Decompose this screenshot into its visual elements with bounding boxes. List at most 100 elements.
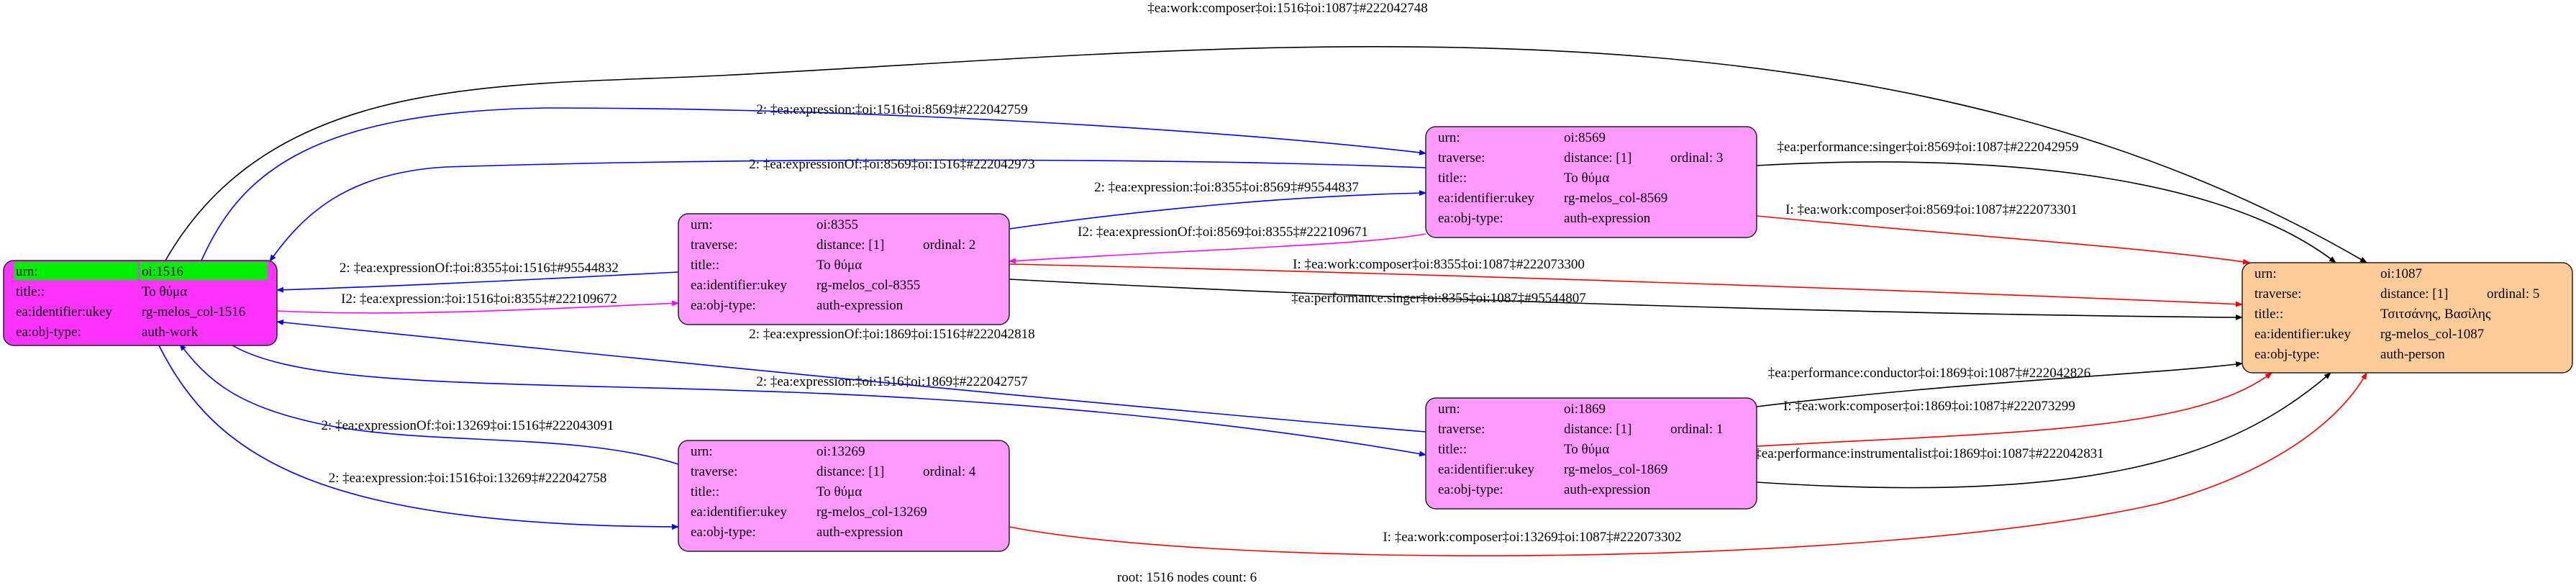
edge-label: 2: ‡ea:expressionOf:‡oi:8569‡oi:1516‡#22…: [749, 157, 1034, 172]
edge-label: I2: ‡ea:expression:‡oi:1516‡oi:8355‡#222…: [341, 291, 617, 307]
node-field-value: auth-person: [2380, 347, 2445, 362]
node-field-label: urn:: [16, 264, 38, 279]
node-field-label: urn:: [1438, 130, 1460, 145]
node-ordinal: ordinal: 2: [923, 238, 975, 253]
edge-label: ‡ea:work:composer‡oi:1516‡oi:1087‡#22204…: [1147, 1, 1427, 16]
edge: 2: ‡ea:expressionOf:‡oi:8569‡oi:1516‡#22…: [269, 157, 1426, 262]
edge: I: ‡ea:work:composer‡oi:8355‡oi:1087‡#22…: [1009, 257, 2243, 307]
node-field-label: title::: [1438, 442, 1467, 457]
node-field-label: ea:identifier:ukey: [1438, 462, 1534, 477]
node-field-label: title::: [16, 284, 45, 299]
node-field-value: rg-melos_col-8569: [1564, 191, 1667, 206]
edge-line: [179, 343, 679, 465]
node-field-value: Το θύμα: [1564, 171, 1609, 186]
edge: 2: ‡ea:expression:‡oi:1516‡oi:1869‡#2220…: [229, 343, 1426, 457]
node-box: [678, 213, 1010, 325]
node-field-label: ea:obj-type:: [691, 298, 756, 313]
edge: ‡ea:performance:conductor‡oi:1869‡oi:108…: [1756, 361, 2243, 407]
node-ordinal: ordinal: 1: [1670, 422, 1723, 437]
edge-line: [229, 343, 1426, 457]
node-field-value: auth-expression: [1564, 211, 1651, 226]
node-field-value: auth-expression: [1564, 482, 1651, 497]
edge: I2: ‡ea:expressionOf:‡oi:8569‡oi:8355‡#2…: [1009, 225, 1426, 264]
node-ordinal: ordinal: 3: [1670, 150, 1723, 166]
node-ordinal: ordinal: 5: [2487, 286, 2539, 302]
edge: ‡ea:work:composer‡oi:1516‡oi:1087‡#22204…: [165, 1, 2367, 263]
node-field-label: title::: [691, 258, 719, 273]
node-field-value: distance: [1]: [1564, 150, 1631, 166]
edge-line: [1009, 233, 1426, 264]
edge: I: ‡ea:work:composer‡oi:13269‡oi:1087‡#2…: [1009, 372, 2367, 556]
edge-line: [1756, 372, 2272, 447]
node-box: [3, 260, 278, 346]
footer-summary: root: 1516 nodes count: 6: [1117, 570, 1257, 585]
node-field-value: Το θύμα: [816, 484, 862, 499]
edge: 2: ‡ea:expression:‡oi:1516‡oi:8569‡#2220…: [201, 102, 1426, 261]
node-field-value: auth-expression: [816, 525, 904, 540]
edge-line: [1756, 161, 2336, 263]
edge-line: [1009, 263, 2243, 307]
edge: 2: ‡ea:expression:‡oi:8355‡oi:8569‡#9554…: [1009, 180, 1426, 230]
edge-line: [201, 107, 1426, 261]
edge-line: [1756, 215, 2250, 265]
node-field-label: ea:identifier:ukey: [691, 278, 787, 293]
edge-line: [1009, 279, 2243, 320]
edge-label: 2: ‡ea:expressionOf:‡oi:1869‡oi:1516‡#22…: [749, 327, 1034, 342]
edge-line: [1756, 372, 2331, 489]
node-field-label: traverse:: [2254, 286, 2301, 302]
node-field-value: rg-melos_col-13269: [816, 505, 927, 520]
node-field-label: ea:identifier:ukey: [2254, 327, 2351, 342]
edge: ‡ea:performance:singer‡oi:8355‡oi:1087‡#…: [1009, 279, 2243, 320]
edge-line: [276, 271, 679, 293]
edge-label: 2: ‡ea:expression:‡oi:8355‡oi:8569‡#9554…: [1094, 180, 1359, 195]
edge-label: I: ‡ea:work:composer‡oi:8569‡oi:1087‡#22…: [1785, 202, 2077, 217]
edge: 2: ‡ea:expressionOf:‡oi:8355‡oi:1516‡#95…: [276, 261, 679, 293]
node-field-value: Το θύμα: [816, 258, 862, 273]
node-ordinal: ordinal: 4: [923, 464, 976, 479]
node-field-value: rg-melos_col-1087: [2380, 327, 2484, 342]
node-field-value: oi:8569: [1564, 130, 1606, 145]
highlight-cell: [14, 262, 137, 280]
node-field-label: title::: [2254, 307, 2283, 322]
edge-line: [1009, 372, 2367, 556]
edge: ‡ea:performance:instrumentalist‡oi:1869‡…: [1754, 372, 2331, 489]
node-field-value: distance: [1]: [1564, 422, 1631, 437]
node-field-value: oi:1516: [142, 264, 183, 279]
edge-label: ‡ea:performance:instrumentalist‡oi:1869‡…: [1754, 446, 2103, 461]
node-field-label: ea:obj-type:: [16, 325, 81, 340]
node-field-label: ea:obj-type:: [1438, 482, 1503, 497]
edge: 2: ‡ea:expressionOf:‡oi:1869‡oi:1516‡#22…: [276, 319, 1426, 433]
node-box: [678, 440, 1010, 552]
edge-label: 2: ‡ea:expression:‡oi:1516‡oi:13269‡#222…: [329, 471, 607, 486]
node-field-value: rg-melos_col-8355: [816, 278, 920, 293]
edge: ‡ea:performance:singer‡oi:8569‡oi:1087‡#…: [1756, 140, 2336, 263]
edge-label: 2: ‡ea:expressionOf:‡oi:13269‡oi:1516‡#2…: [322, 418, 614, 433]
edge: 2: ‡ea:expression:‡oi:1516‡oi:13269‡#222…: [158, 343, 679, 530]
node-field-value: rg-melos_col-1516: [142, 304, 245, 320]
node-field-label: ea:obj-type:: [691, 525, 756, 540]
node-field-label: traverse:: [1438, 422, 1485, 437]
edge: I: ‡ea:work:composer‡oi:1869‡oi:1087‡#22…: [1756, 372, 2272, 447]
edge-label: 2: ‡ea:expression:‡oi:1516‡oi:1869‡#2220…: [756, 374, 1027, 389]
node-field-value: auth-expression: [816, 298, 904, 313]
node-box: [1425, 126, 1757, 238]
node-field-value: oi:13269: [816, 444, 865, 459]
edge-label: ‡ea:performance:singer‡oi:8569‡oi:1087‡#…: [1778, 140, 2079, 155]
node-field-value: oi:1869: [1564, 402, 1606, 417]
node-field-value: distance: [1]: [2380, 286, 2448, 302]
edge-label: I2: ‡ea:expressionOf:‡oi:8569‡oi:8355‡#2…: [1078, 225, 1368, 240]
edge-line: [276, 300, 679, 314]
edge-line: [269, 159, 1426, 262]
edge-line: [165, 45, 2367, 263]
edge-label: I: ‡ea:work:composer‡oi:13269‡oi:1087‡#2…: [1383, 530, 1681, 545]
node-field-label: title::: [691, 484, 719, 499]
node-field-value: oi:1087: [2380, 266, 2422, 281]
edge: I: ‡ea:work:composer‡oi:8569‡oi:1087‡#22…: [1756, 202, 2250, 265]
